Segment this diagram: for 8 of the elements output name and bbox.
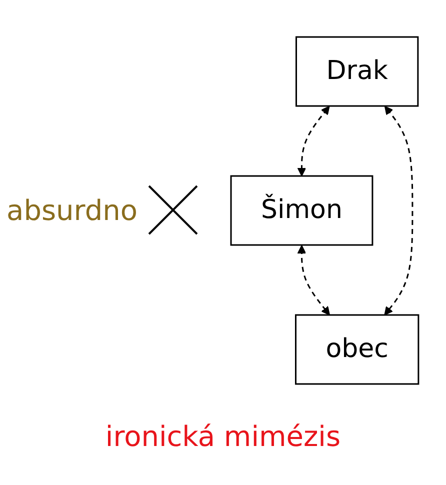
node-box: Drak [295,36,418,106]
node-box: obec [294,314,419,384]
node-box: Šimon [230,174,373,246]
text-label: absurdno [6,194,138,226]
arrow [297,244,330,315]
arrow [384,105,413,315]
arrow [297,105,330,176]
text-label: ironická mimézis [105,420,341,453]
